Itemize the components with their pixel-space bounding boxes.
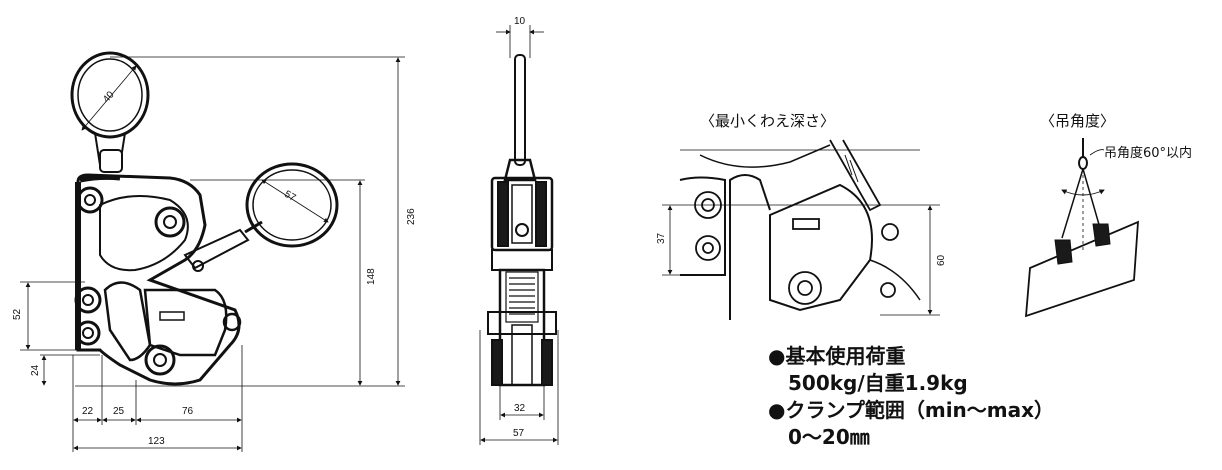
range-label: ●クランプ範囲（min～max） [768, 398, 1055, 422]
min-bite-depth-dimensions [662, 204, 940, 316]
dim-thk32: 32 [514, 403, 526, 414]
min-bite-depth-header: 〈最小くわえ深さ〉 [700, 112, 835, 130]
side-view-dimension-labels: 10 32 57 [513, 16, 526, 439]
dim-bite60: 60 [936, 254, 947, 266]
min-bite-depth-detail [679, 139, 921, 320]
lift-angle-illustration [1024, 138, 1139, 318]
dim-height-148: 148 [366, 268, 377, 285]
specifications: ●基本使用荷重 500kg/自重1.9kg ●クランプ範囲（min～max） 0… [768, 343, 1054, 451]
min-bite-depth-dimension-labels: 37 60 [656, 232, 947, 266]
side-view-dimensions [479, 25, 559, 445]
dim-w76: 76 [182, 406, 194, 417]
dim-handle-ring-dia: 57 [282, 189, 298, 204]
range-value: 0～20㎜ [788, 425, 870, 449]
load-value: 500kg/自重1.9kg [788, 371, 968, 395]
dim-w22: 22 [82, 406, 94, 417]
dim-thk10: 10 [514, 16, 526, 27]
dim-w25: 25 [113, 406, 125, 417]
dim-w123: 123 [148, 436, 165, 447]
front-view [70, 51, 339, 386]
lift-angle-note: 吊角度60°以内 [1104, 145, 1192, 161]
side-view [487, 54, 557, 387]
dim-bite37: 37 [656, 232, 667, 244]
dim-total-height: 236 [406, 208, 417, 225]
load-label: ●基本使用荷重 [768, 344, 906, 368]
front-view-dimensions [20, 56, 405, 452]
lift-angle-header: 〈吊角度〉 [1040, 112, 1115, 130]
dim-thk57: 57 [513, 428, 525, 439]
dim-jaw-24: 24 [30, 364, 41, 376]
dim-jaw-52: 52 [12, 308, 23, 320]
